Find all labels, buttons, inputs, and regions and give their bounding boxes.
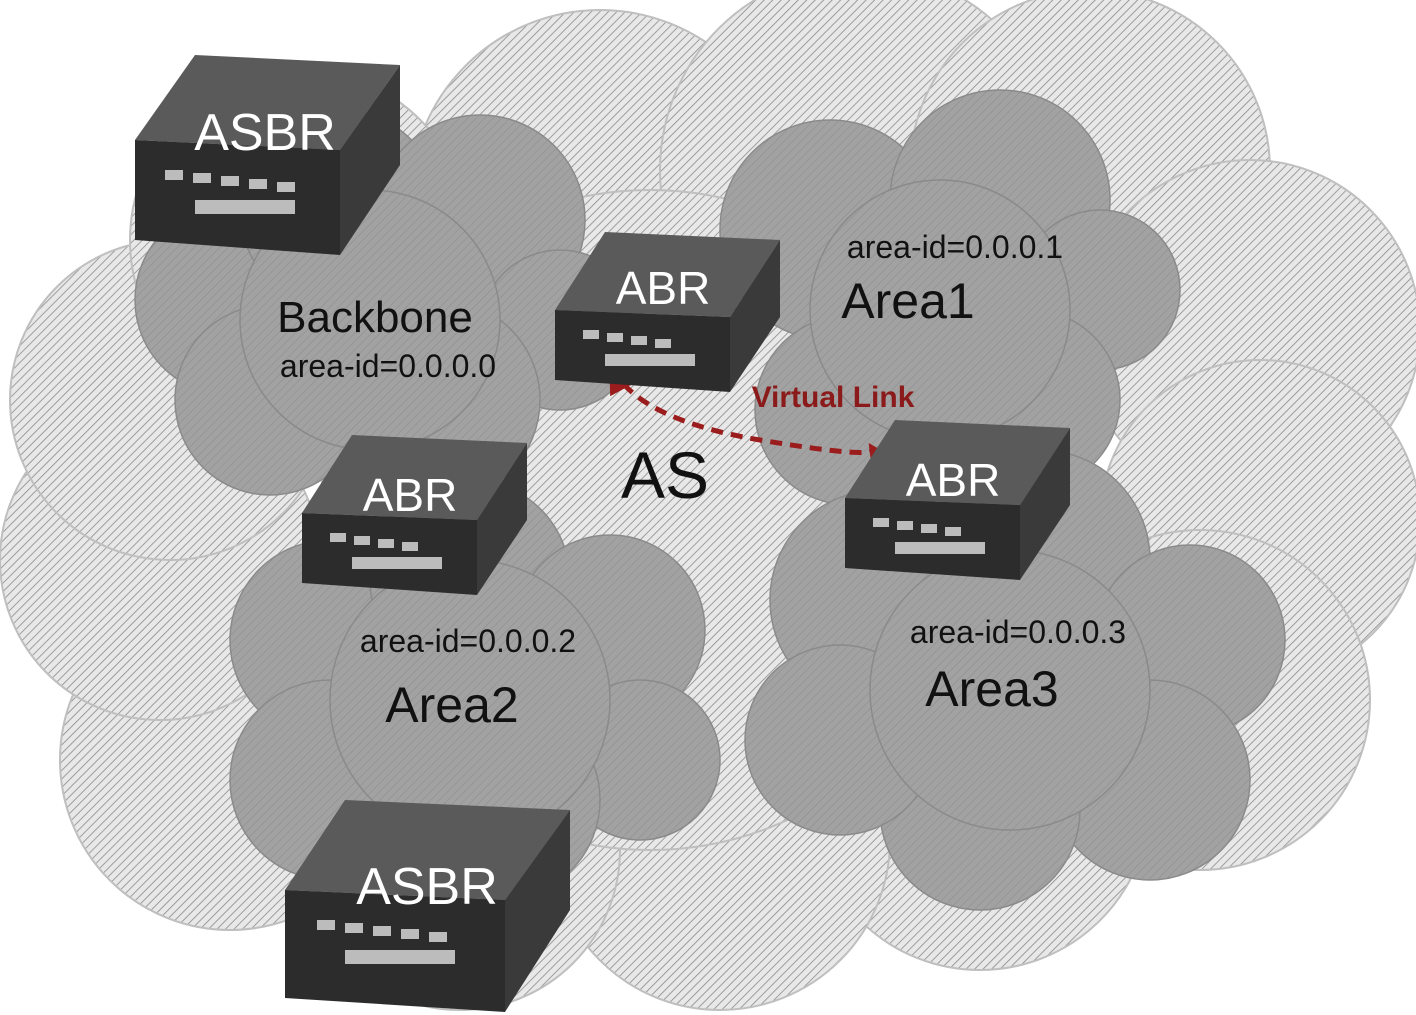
- area-id-area3: area-id=0.0.0.3: [910, 614, 1126, 650]
- router-asbr-top: ASBR: [135, 55, 400, 255]
- area3-cloud: [744, 449, 1286, 911]
- backbone-cloud: [134, 109, 641, 501]
- area-name-area2: Area2: [385, 677, 518, 733]
- virtual-link-label: Virtual Link: [752, 381, 915, 414]
- router-asbr-bottom: ASBR: [285, 800, 570, 1012]
- area-name-area1: Area1: [841, 273, 974, 329]
- router-abr-area1-area3: ABR: [845, 420, 1070, 580]
- router-abr-backbone-area2: ABR: [302, 435, 527, 595]
- router-label-abr-2: ABR: [363, 469, 458, 521]
- router-label-asbr-bottom: ASBR: [356, 858, 498, 916]
- router-label-abr-1: ABR: [616, 262, 711, 314]
- router-label-asbr-top: ASBR: [194, 104, 336, 162]
- virtual-link-arrow: [609, 362, 898, 477]
- area-name-area3: Area3: [925, 661, 1058, 717]
- area-id-backbone: area-id=0.0.0.0: [280, 348, 496, 384]
- as-label: AS: [621, 438, 709, 512]
- router-abr-backbone-area1: ABR: [555, 232, 780, 392]
- area2-cloud: [229, 479, 721, 901]
- area-name-backbone: Backbone: [277, 293, 473, 342]
- area-id-area1: area-id=0.0.0.1: [847, 229, 1063, 265]
- router-label-abr-3: ABR: [906, 454, 1001, 506]
- area-id-area2: area-id=0.0.0.2: [360, 623, 576, 659]
